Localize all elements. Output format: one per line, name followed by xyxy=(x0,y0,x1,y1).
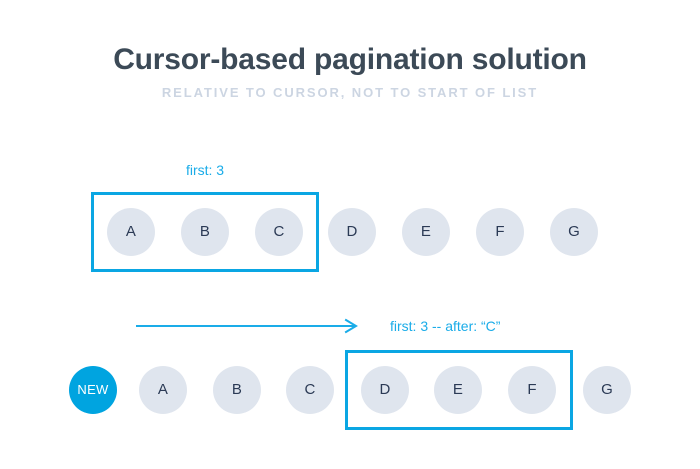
node-c: C xyxy=(255,208,303,256)
node-b: B xyxy=(181,208,229,256)
node-e: E xyxy=(402,208,450,256)
node-e-after: E xyxy=(434,366,482,414)
node-new: NEW xyxy=(69,366,117,414)
node-b-after: B xyxy=(213,366,261,414)
node-d-after: D xyxy=(361,366,409,414)
node-c-after: C xyxy=(286,366,334,414)
node-row-after: NEW A B C D E F G xyxy=(0,366,700,414)
query-label-first: first: 3 xyxy=(185,162,225,178)
page-title: Cursor-based pagination solution xyxy=(113,43,587,76)
selection-box-initial xyxy=(91,192,319,272)
transition-arrow-icon xyxy=(136,318,358,334)
selection-box-after-cursor xyxy=(345,350,573,430)
node-f: F xyxy=(476,208,524,256)
page-subtitle: RELATIVE TO CURSOR, NOT TO START OF LIST xyxy=(161,85,539,100)
query-label-first-after: first: 3 -- after: “C” xyxy=(390,318,501,334)
node-g-after: G xyxy=(583,366,631,414)
node-d: D xyxy=(328,208,376,256)
node-row-initial: A B C D E F G xyxy=(0,208,700,256)
node-f-after: F xyxy=(508,366,556,414)
node-a-after: A xyxy=(139,366,187,414)
node-g: G xyxy=(550,208,598,256)
node-a: A xyxy=(107,208,155,256)
